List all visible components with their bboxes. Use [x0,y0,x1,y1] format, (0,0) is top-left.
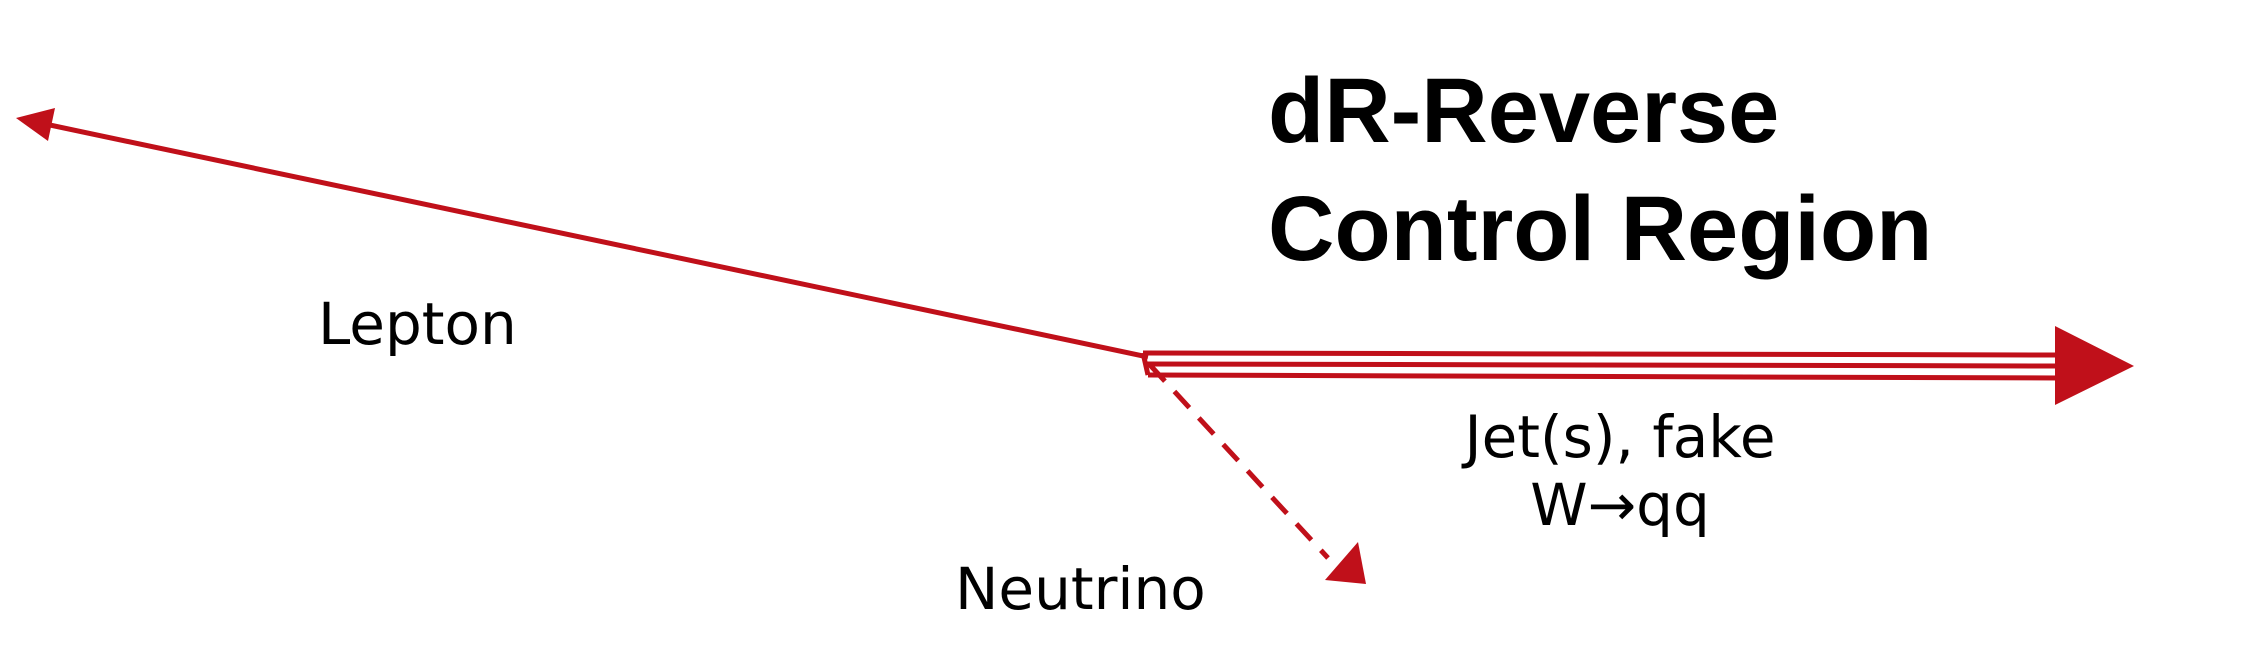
lepton-label: Lepton [318,290,517,358]
neutrino-arrowhead [1325,542,1366,584]
jet-arrow-tail-cap [1140,352,1151,376]
diagram-title: dR-Reverse Control Region [1268,52,1932,288]
jet-arrow-line-top [1142,350,2061,358]
jet-arrowhead [2055,326,2134,405]
title-line-2: Control Region [1268,178,1933,280]
lepton-arrowhead [16,108,55,141]
jet-arrow-line-bottom [1147,372,2061,381]
jets-label: Jet(s), fake W→qq [1420,403,1820,539]
title-line-1: dR-Reverse [1268,60,1780,162]
neutrino-label: Neutrino [955,555,1206,623]
jets-label-line-1: Jet(s), fake [1464,403,1776,471]
lepton-arrow-line [44,121,1149,360]
jet-arrow-line-middle [1144,361,2061,369]
jets-label-line-2: W→qq [1530,471,1710,539]
neutrino-arrow-line [1148,363,1330,560]
